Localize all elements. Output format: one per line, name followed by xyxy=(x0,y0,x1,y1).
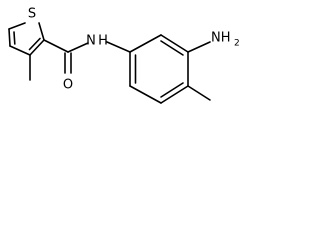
amide-hydrogen-label: H xyxy=(98,34,108,49)
bond-c5-c4 xyxy=(8,28,11,47)
bond-s-c5 xyxy=(8,22,26,30)
aryl-methyl-bond xyxy=(187,85,211,101)
amine-bond xyxy=(187,41,211,53)
bond-c2-carbonyl xyxy=(43,39,69,53)
amide-nitrogen-label: N xyxy=(86,34,96,49)
thiophene-ring xyxy=(8,22,45,56)
bond-c4-c3 xyxy=(9,45,31,56)
bond-b4-b5-inner xyxy=(160,82,184,98)
amine-label: NH xyxy=(211,31,231,46)
bond-c3-c2-inner xyxy=(28,37,41,51)
bond-carbonyl-n xyxy=(67,42,89,53)
bond-c5-c4-inner xyxy=(13,31,16,45)
benzene-ring xyxy=(129,34,189,104)
amine-subscript: 2 xyxy=(234,39,240,49)
oxygen-label: O xyxy=(63,78,73,93)
bond-b2-b3 xyxy=(160,34,189,53)
bond-c3-c2 xyxy=(29,39,45,56)
bond-b2-b3-inner xyxy=(160,40,184,56)
amide-group xyxy=(43,39,131,74)
chemical-structure: S O N H NH 2 xyxy=(8,7,240,104)
bond-b4-b5 xyxy=(160,85,189,104)
bond-b1-b2 xyxy=(129,34,162,53)
bond-n-aryl xyxy=(106,41,131,53)
bond-b5-b6 xyxy=(129,85,162,104)
sulfur-label: S xyxy=(28,7,36,22)
bond-c2-s xyxy=(38,22,45,41)
